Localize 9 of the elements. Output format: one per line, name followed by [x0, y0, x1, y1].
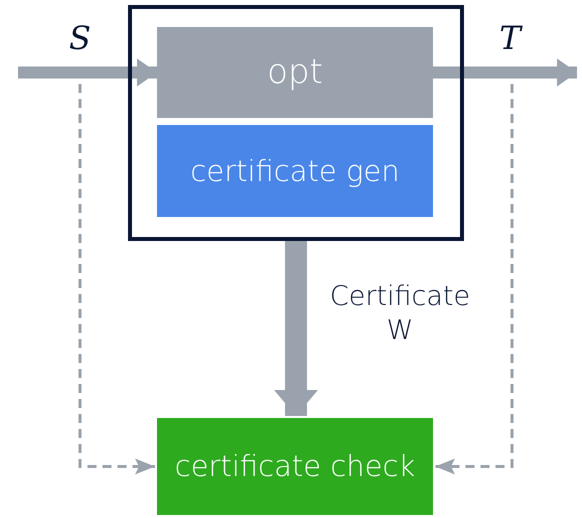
arrow — [18, 58, 157, 86]
arrow — [435, 84, 514, 474]
process-box: certificate gen — [157, 125, 433, 217]
arrow — [433, 58, 577, 86]
process-box: opt — [157, 27, 433, 118]
container-box — [128, 5, 464, 241]
arrow — [78, 84, 155, 474]
process-box: certificate check — [157, 418, 433, 515]
arrow — [274, 241, 318, 416]
